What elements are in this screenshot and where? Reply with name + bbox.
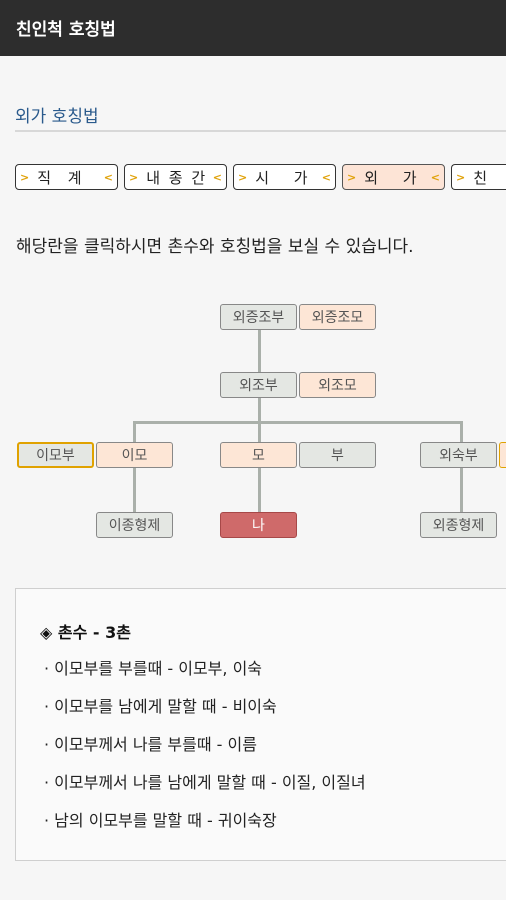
tab-label: 친 <box>473 168 494 187</box>
info-item: · 이모부께서 나를 부를때 - 이름 <box>44 735 257 754</box>
tab-in-laws[interactable]: > 내 종 간 < <box>124 164 227 190</box>
node-grandmother[interactable]: 외조모 <box>299 372 376 398</box>
chevron-left-icon: < <box>321 170 331 184</box>
chevron-right-icon: > <box>347 170 357 184</box>
node-aunt[interactable]: 이모 <box>96 442 173 468</box>
info-item: · 이모부께서 나를 남에게 말할 때 - 이질, 이질녀 <box>44 773 366 792</box>
chevron-right-icon: > <box>129 170 139 184</box>
node-uncle[interactable]: 외숙부 <box>420 442 497 468</box>
node-uncle-wife-partial[interactable] <box>499 442 506 468</box>
tab-maternal-family[interactable]: > 외 가 < <box>342 164 445 190</box>
relation-info-panel: ◈ 촌수 - 3촌 · 이모부를 부를때 - 이모부, 이숙 · 이모부를 남에… <box>15 588 506 861</box>
tree-connector <box>258 468 261 512</box>
node-aunt-husband[interactable]: 이모부 <box>17 442 94 468</box>
node-great-grandmother[interactable]: 외증조모 <box>299 304 376 330</box>
tab-direct-line[interactable]: > 직 계 < <box>15 164 118 190</box>
chevron-left-icon: < <box>212 170 222 184</box>
info-item: · 이모부를 남에게 말할 때 - 비이숙 <box>44 697 277 716</box>
tab-label: 내 종 간 <box>146 168 208 187</box>
app-title: 친인척 호칭법 <box>16 20 116 40</box>
chevron-right-icon: > <box>238 170 248 184</box>
tree-connector <box>133 421 136 442</box>
node-cousin-aunt-side[interactable]: 이종형제 <box>96 512 173 538</box>
tab-label: 시 가 <box>255 168 318 187</box>
tree-connector <box>460 468 463 512</box>
family-tree: 외증조부 외증조모 외조부 외조모 이모부 이모 모 부 외숙부 이종형제 나 … <box>0 296 506 546</box>
section-title: 외가 호칭법 <box>15 107 99 127</box>
node-father[interactable]: 부 <box>299 442 376 468</box>
tab-relatives[interactable]: > 친 <box>451 164 506 190</box>
chevron-left-icon: < <box>103 170 113 184</box>
info-heading: ◈ 촌수 - 3촌 <box>40 623 131 642</box>
node-great-grandfather[interactable]: 외증조부 <box>220 304 297 330</box>
tree-connector <box>460 421 463 442</box>
tab-label: 외 가 <box>364 168 427 187</box>
node-cousin-uncle-side[interactable]: 외종형제 <box>420 512 497 538</box>
tab-husband-family[interactable]: > 시 가 < <box>233 164 336 190</box>
tree-connector <box>258 330 261 372</box>
node-grandfather[interactable]: 외조부 <box>220 372 297 398</box>
node-mother[interactable]: 모 <box>220 442 297 468</box>
chevron-left-icon: < <box>430 170 440 184</box>
node-me[interactable]: 나 <box>220 512 297 538</box>
tab-label: 직 계 <box>37 168 88 187</box>
tree-connector <box>258 398 261 442</box>
tree-connector <box>133 468 136 512</box>
chevron-right-icon: > <box>456 170 466 184</box>
tree-connector <box>133 421 463 424</box>
info-item: · 남의 이모부를 말할 때 - 귀이숙장 <box>44 811 277 830</box>
instruction-text: 해당란을 클릭하시면 촌수와 호칭법을 보실 수 있습니다. <box>16 237 414 257</box>
app-bar: 친인척 호칭법 <box>0 0 506 56</box>
info-item: · 이모부를 부를때 - 이모부, 이숙 <box>44 659 263 678</box>
chevron-right-icon: > <box>20 170 30 184</box>
section-divider <box>15 130 506 132</box>
